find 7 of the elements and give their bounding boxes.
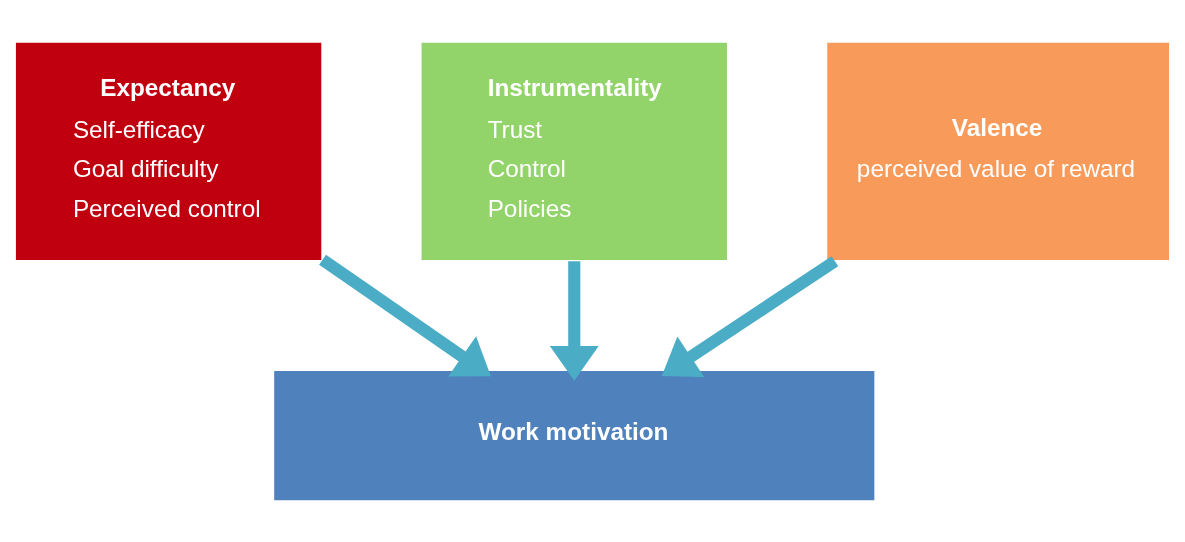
arrow (549, 260, 599, 381)
arrow (319, 254, 491, 376)
node-box: Expectancy Self-efficacy Goal difficulty Perceived control (14, 40, 323, 262)
node-box: Valence perceived value of reward (825, 40, 1171, 262)
arrow (661, 255, 839, 377)
node-box: Work motivation (272, 369, 876, 502)
node-box: Instrumentality Trust Control Policies (420, 40, 729, 262)
